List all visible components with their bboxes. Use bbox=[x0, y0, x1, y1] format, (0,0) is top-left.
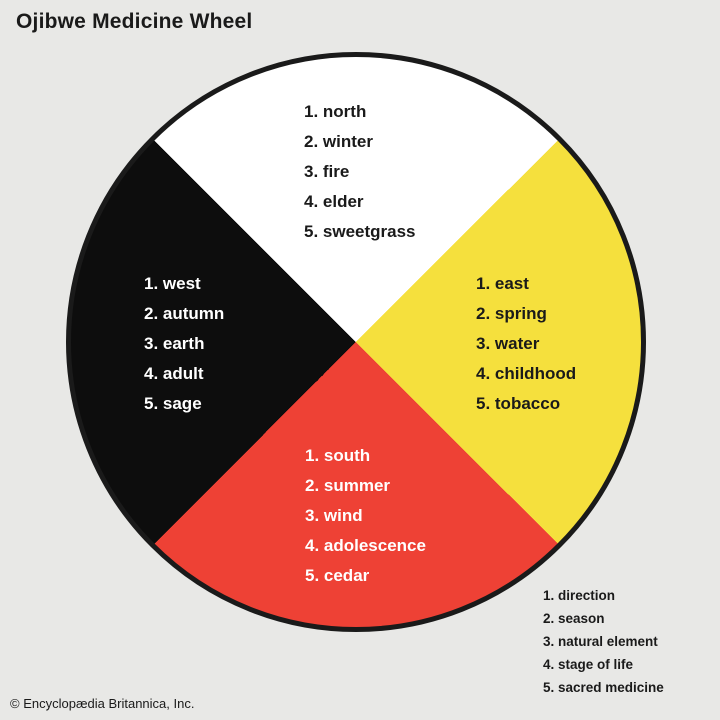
legend-item: 4. stage of life bbox=[543, 657, 634, 672]
legend-item: 2. season bbox=[543, 611, 605, 626]
list-item: 2. winter bbox=[304, 132, 373, 151]
list-item: 2. autumn bbox=[144, 304, 225, 323]
list-item: 4. adolescence bbox=[305, 536, 426, 555]
list-item: 1. north bbox=[304, 102, 367, 121]
list-item: 5. sage bbox=[144, 394, 202, 413]
list-item: 4. childhood bbox=[476, 364, 577, 383]
list-item: 3. fire bbox=[304, 162, 350, 181]
list-item: 4. adult bbox=[144, 364, 204, 383]
quadrant-west-list: 1. west 2. autumn 3. earth 4. adult 5. s… bbox=[144, 269, 224, 419]
list-item: 2. summer bbox=[305, 476, 391, 495]
list-item: 5. sweetgrass bbox=[304, 222, 416, 241]
list-item: 3. water bbox=[476, 334, 540, 353]
quadrant-north-list: 1. north 2. winter 3. fire 4. elder 5. s… bbox=[304, 97, 416, 247]
list-item: 1. west bbox=[144, 274, 201, 293]
legend-item: 5. sacred medicine bbox=[543, 680, 664, 695]
list-item: 1. south bbox=[305, 446, 371, 465]
list-item: 3. wind bbox=[305, 506, 363, 525]
list-item: 3. earth bbox=[144, 334, 205, 353]
page-title: Ojibwe Medicine Wheel bbox=[16, 10, 253, 33]
list-item: 1. east bbox=[476, 274, 529, 293]
quadrant-south-list: 1. south 2. summer 3. wind 4. adolescenc… bbox=[305, 441, 426, 591]
list-item: 2. spring bbox=[476, 304, 547, 323]
legend-item: 1. direction bbox=[543, 588, 616, 603]
legend-item: 3. natural element bbox=[543, 634, 658, 649]
attribution: © Encyclopædia Britannica, Inc. bbox=[10, 696, 195, 711]
list-item: 4. elder bbox=[304, 192, 364, 211]
medicine-wheel-circle bbox=[66, 52, 646, 632]
list-item: 5. cedar bbox=[305, 566, 370, 585]
list-item: 5. tobacco bbox=[476, 394, 561, 413]
legend-list: 1. direction 2. season 3. natural elemen… bbox=[543, 584, 664, 699]
quadrant-east-list: 1. east 2. spring 3. water 4. childhood … bbox=[476, 269, 576, 419]
